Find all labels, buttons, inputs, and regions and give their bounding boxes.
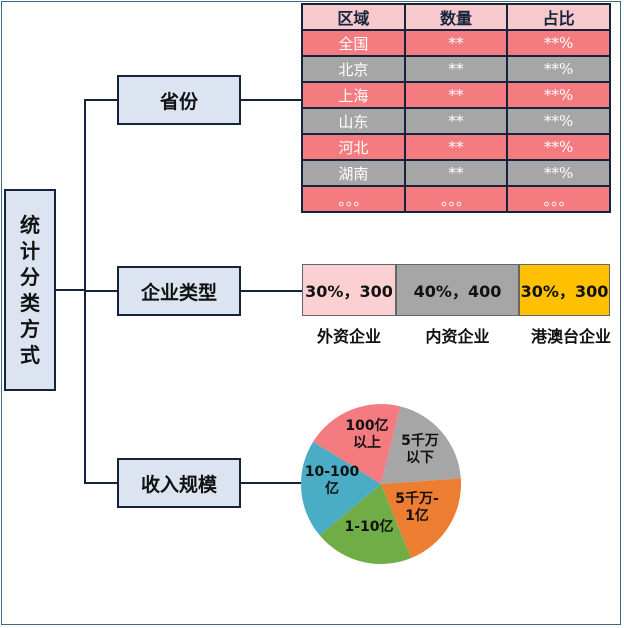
cell-share: **%	[506, 81, 611, 109]
connector-province-in	[84, 99, 118, 101]
table-row: 全国****%	[301, 29, 611, 57]
cell-share: **%	[506, 55, 611, 83]
etype-foreign-box: 30%，300	[302, 264, 396, 316]
connector-income-in	[84, 482, 118, 484]
pie-label-50m-100m: 5千万-1亿	[395, 491, 439, 524]
etype-hkmt-box: 30%，300	[519, 264, 610, 316]
pie-label-above-10b: 100亿以上	[345, 418, 389, 451]
root-char: 方	[20, 317, 40, 341]
cell-share: **%	[506, 107, 611, 135]
pie-slice	[381, 406, 461, 484]
header-region: 区域	[301, 3, 406, 31]
cell-count: **	[403, 133, 509, 161]
root-char: 式	[20, 343, 40, 367]
cell-region: 河北	[301, 133, 406, 161]
cell-share: **%	[506, 29, 611, 57]
cell-region: 山东	[301, 107, 406, 135]
header-count: 数量	[403, 3, 509, 31]
cell-count: 。。。	[403, 185, 509, 213]
etype-foreign-label: 外资企业	[316, 327, 381, 346]
table-row: 北京****%	[301, 55, 611, 83]
root-char: 类	[20, 291, 40, 315]
branch-income-scale: 收入规模	[117, 458, 241, 508]
cell-share: **%	[506, 159, 611, 187]
cell-count: **	[403, 81, 509, 109]
connector-root	[56, 289, 86, 291]
branch-enterprise-type: 企业类型	[117, 266, 241, 316]
table-row: 河北****%	[301, 133, 611, 161]
connector-income-out	[240, 482, 302, 484]
cell-share: 。。。	[506, 185, 611, 213]
root-char: 分	[20, 265, 40, 289]
cell-region: 北京	[301, 55, 406, 83]
table-header-row: 区域 数量 占比	[301, 3, 611, 31]
cell-count: **	[403, 159, 509, 187]
province-table: 区域 数量 占比 全国****% 北京****% 上海****% 山东****%…	[301, 3, 611, 213]
pie-slice	[313, 404, 401, 484]
root-char: 计	[20, 239, 40, 263]
root-node: 统 计 分 类 方 式	[4, 189, 56, 391]
cell-region: 湖南	[301, 159, 406, 187]
cell-region: 。。。	[301, 185, 406, 213]
table-row: 上海****%	[301, 81, 611, 109]
branch-label: 企业类型	[140, 281, 217, 304]
pie-slice	[319, 484, 411, 564]
branch-province: 省份	[117, 75, 241, 125]
connector-etype-out	[240, 290, 302, 292]
cell-count: **	[403, 107, 509, 135]
connector-province-out	[240, 99, 302, 101]
pie-label-100m-1b: 1-10亿	[344, 519, 394, 535]
cell-share: **%	[506, 133, 611, 161]
cell-region: 上海	[301, 81, 406, 109]
cell-count: **	[403, 29, 509, 57]
branch-label: 收入规模	[140, 473, 217, 496]
etype-domestic-box: 40%，400	[396, 264, 519, 316]
etype-domestic-label: 内资企业	[425, 327, 490, 346]
table-row: 山东****%	[301, 107, 611, 135]
table-row: 。。。。。。。。。	[301, 185, 611, 213]
root-char: 统	[20, 213, 40, 237]
etype-hkmt-label: 港澳台企业	[530, 327, 611, 346]
etype-value: 30%，300	[520, 282, 609, 301]
pie-label-below-50m: 5千万以下	[401, 433, 439, 466]
branch-label: 省份	[159, 90, 198, 113]
etype-value: 40%，400	[413, 282, 502, 301]
pie-slice	[381, 478, 461, 559]
cell-region: 全国	[301, 29, 406, 57]
income-pie-chart	[301, 404, 461, 564]
pie-slice	[301, 441, 381, 536]
table-row: 湖南****%	[301, 159, 611, 187]
cell-count: **	[403, 55, 509, 83]
etype-value: 30%，300	[305, 282, 393, 301]
header-share: 占比	[506, 3, 611, 31]
connector-etype-in	[84, 290, 118, 292]
